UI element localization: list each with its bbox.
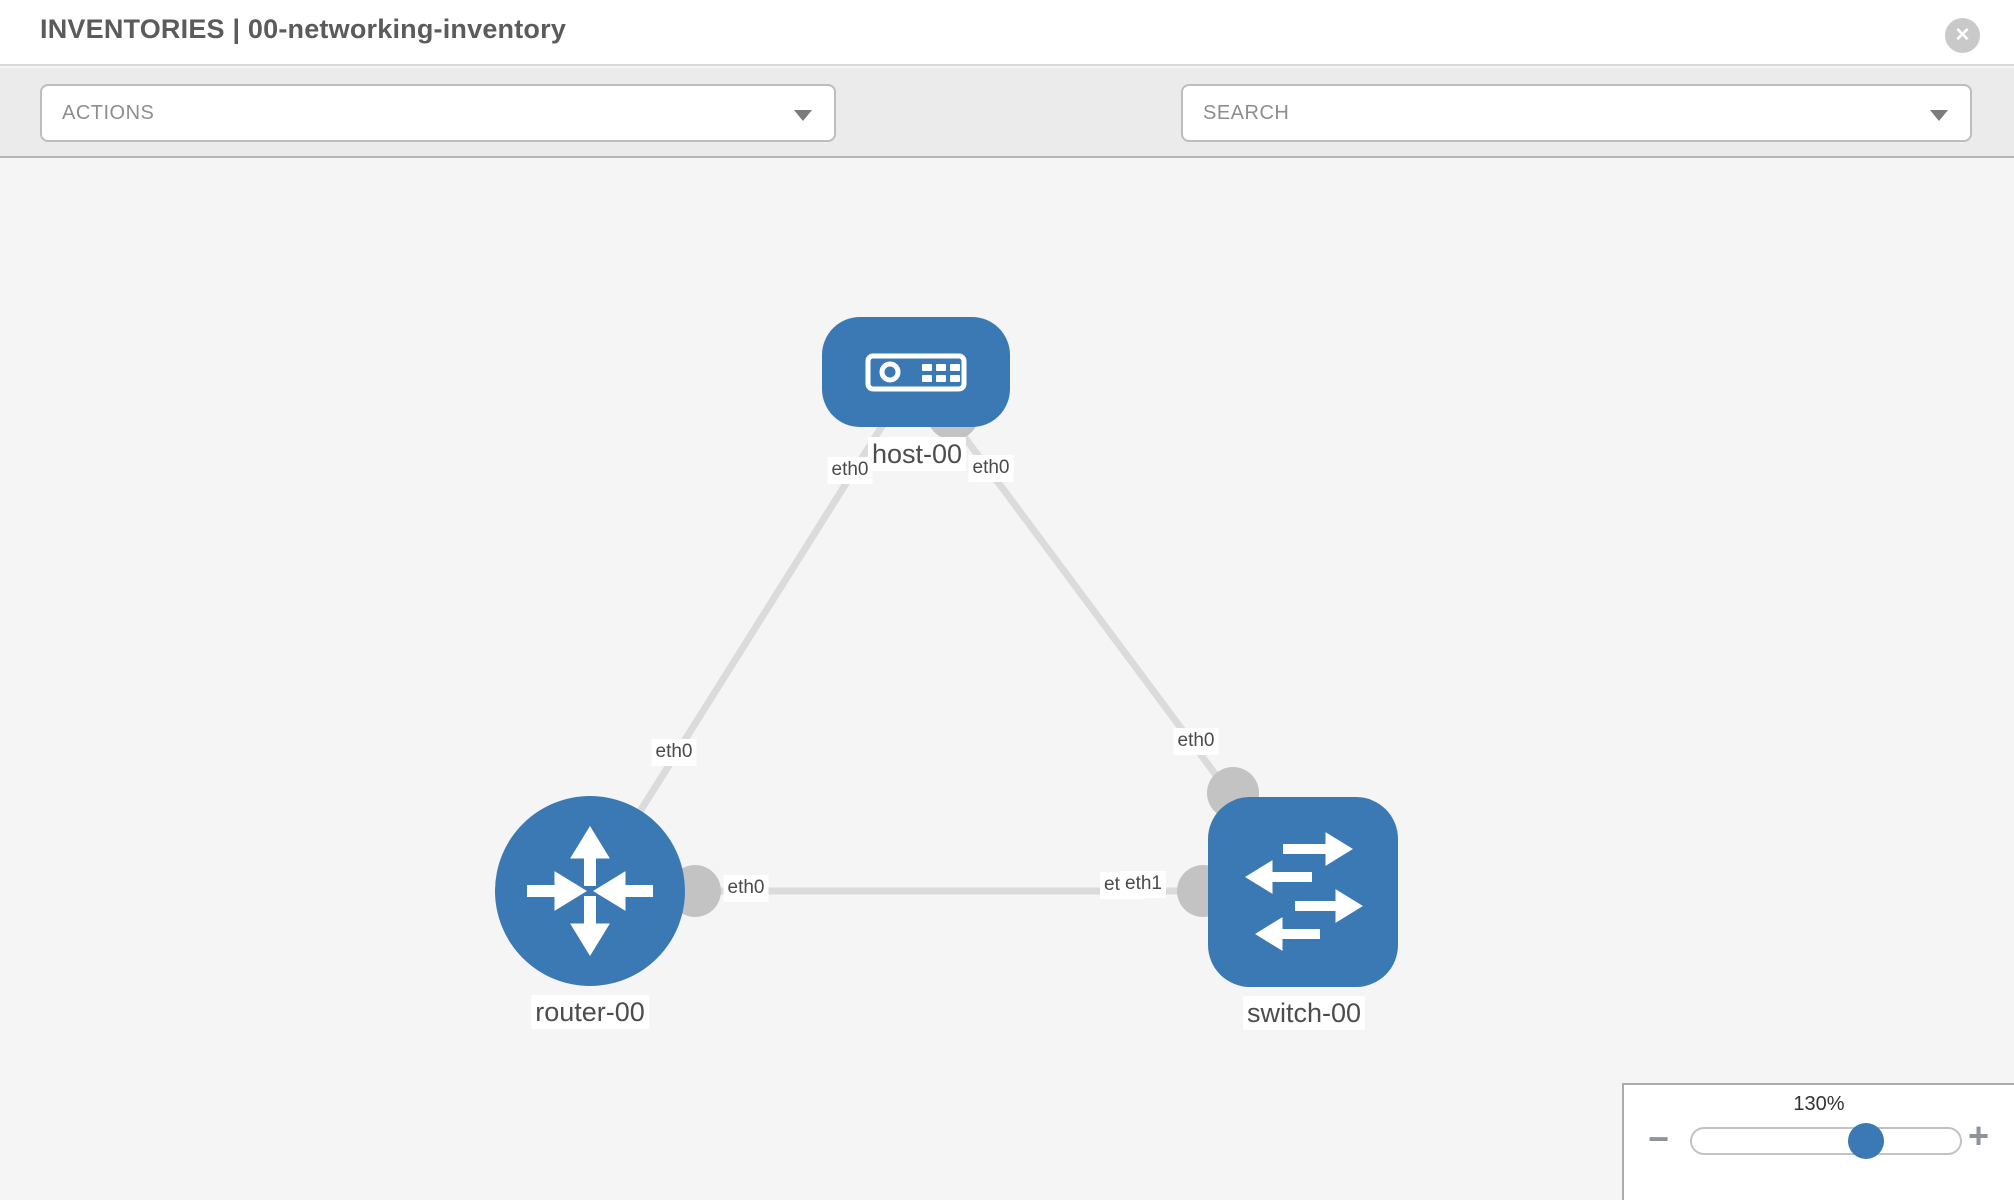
zoom-slider-thumb[interactable] [1848,1123,1884,1159]
page-title: INVENTORIES | 00-networking-inventory [40,14,567,44]
iface-label-router-to-switch: eth0 [723,875,769,902]
topology-canvas[interactable]: host-00 router-00 switch-00 eth0 eth0 et… [0,158,2014,1200]
iface-label-router-to-host: eth0 [651,739,697,766]
close-button[interactable]: ✕ [1945,18,1980,53]
close-icon: ✕ [1954,25,1971,46]
iface-label-switch-to-host: eth0 [1173,728,1219,755]
node-label-router: router-00 [531,995,649,1030]
iface-label-host-to-router: eth0 [827,457,873,484]
actions-dropdown-label: ACTIONS [62,101,155,124]
actions-dropdown[interactable]: ACTIONS [40,84,836,142]
iface-label-host-to-switch: eth0 [968,455,1014,482]
node-label-switch: switch-00 [1242,996,1366,1031]
chevron-down-icon [794,110,812,121]
toolbar: ACTIONS SEARCH [0,68,2014,202]
header: INVENTORIES | 00-networking-inventory ✕ [0,0,2014,66]
node-label-host: host-00 [867,437,967,472]
zoom-panel: 130% − + [1622,1083,2014,1200]
chevron-down-icon [1930,110,1948,121]
router-icon [527,826,653,956]
zoom-slider-track[interactable] [1690,1123,1962,1159]
search-dropdown-label: SEARCH [1203,101,1290,124]
zoom-value: 130% [1793,1093,1845,1115]
node-host-00[interactable] [822,317,1010,427]
host-icon [865,353,967,392]
iface-label-switch-to-router: eth1 [1121,871,1166,898]
node-switch-00[interactable] [1208,797,1398,987]
zoom-out-button[interactable]: − [1648,1118,1670,1159]
node-router-00[interactable] [495,796,685,986]
zoom-in-button[interactable]: + [1968,1115,1990,1156]
topology-svg [495,317,1398,987]
switch-icon [1245,832,1363,951]
search-dropdown[interactable]: SEARCH [1181,84,1972,142]
